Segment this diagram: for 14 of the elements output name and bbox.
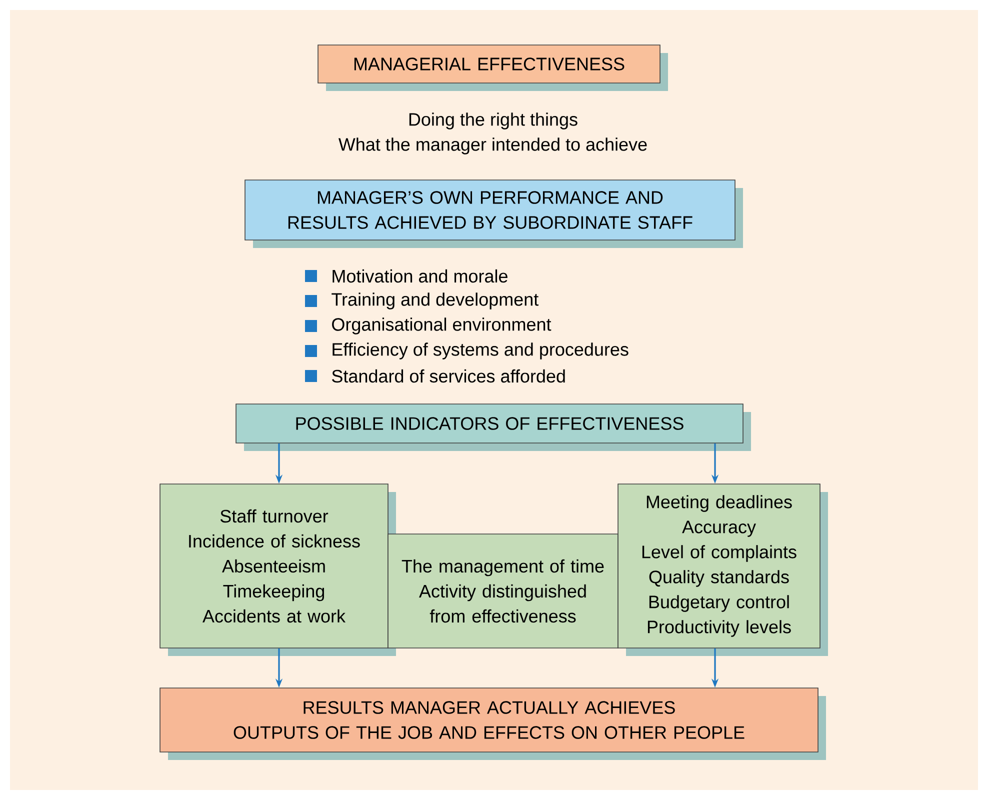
bullet-item: Efficiency of systems and procedures	[305, 342, 628, 360]
subtitle-text: Doing the right things	[409, 112, 578, 130]
bullet-item: Organisational environment	[305, 318, 552, 334]
bullet-item: Motivation and morale	[305, 269, 508, 283]
subtitle-text: What the manager intended to achieve	[338, 138, 647, 154]
bullet-item: Training and development	[305, 292, 538, 310]
heading-box: MANAGERIAL EFFECTIVENESS	[318, 44, 668, 91]
indicators-box: POSSIBLE INDICATORS OF EFFECTIVENESS	[236, 404, 751, 451]
performance-box: MANAGER’S OWN PERFORMANCE AND RESULTS ACHIEVED BY SUBORDINATE STAFF	[244, 180, 743, 248]
bullet-item: Standard of services afforded	[305, 369, 565, 383]
indicator-list-box: Staff turnover Incidence of sickness Absenteeism Timekeeping Accidents at work	[160, 484, 396, 656]
indicator-list-box: Meeting deadlines Accuracy Level of complaints Quality standards Budgetary control Productivity levels	[618, 484, 828, 656]
results-box: RESULTS MANAGER ACTUALLY ACHIEVES OUTPUTS OF THE JOB AND EFFECTS ON OTHER PEOPLE	[160, 688, 826, 760]
indicator-list-box: The management of time Activity distinguished from effectiveness	[388, 534, 618, 648]
